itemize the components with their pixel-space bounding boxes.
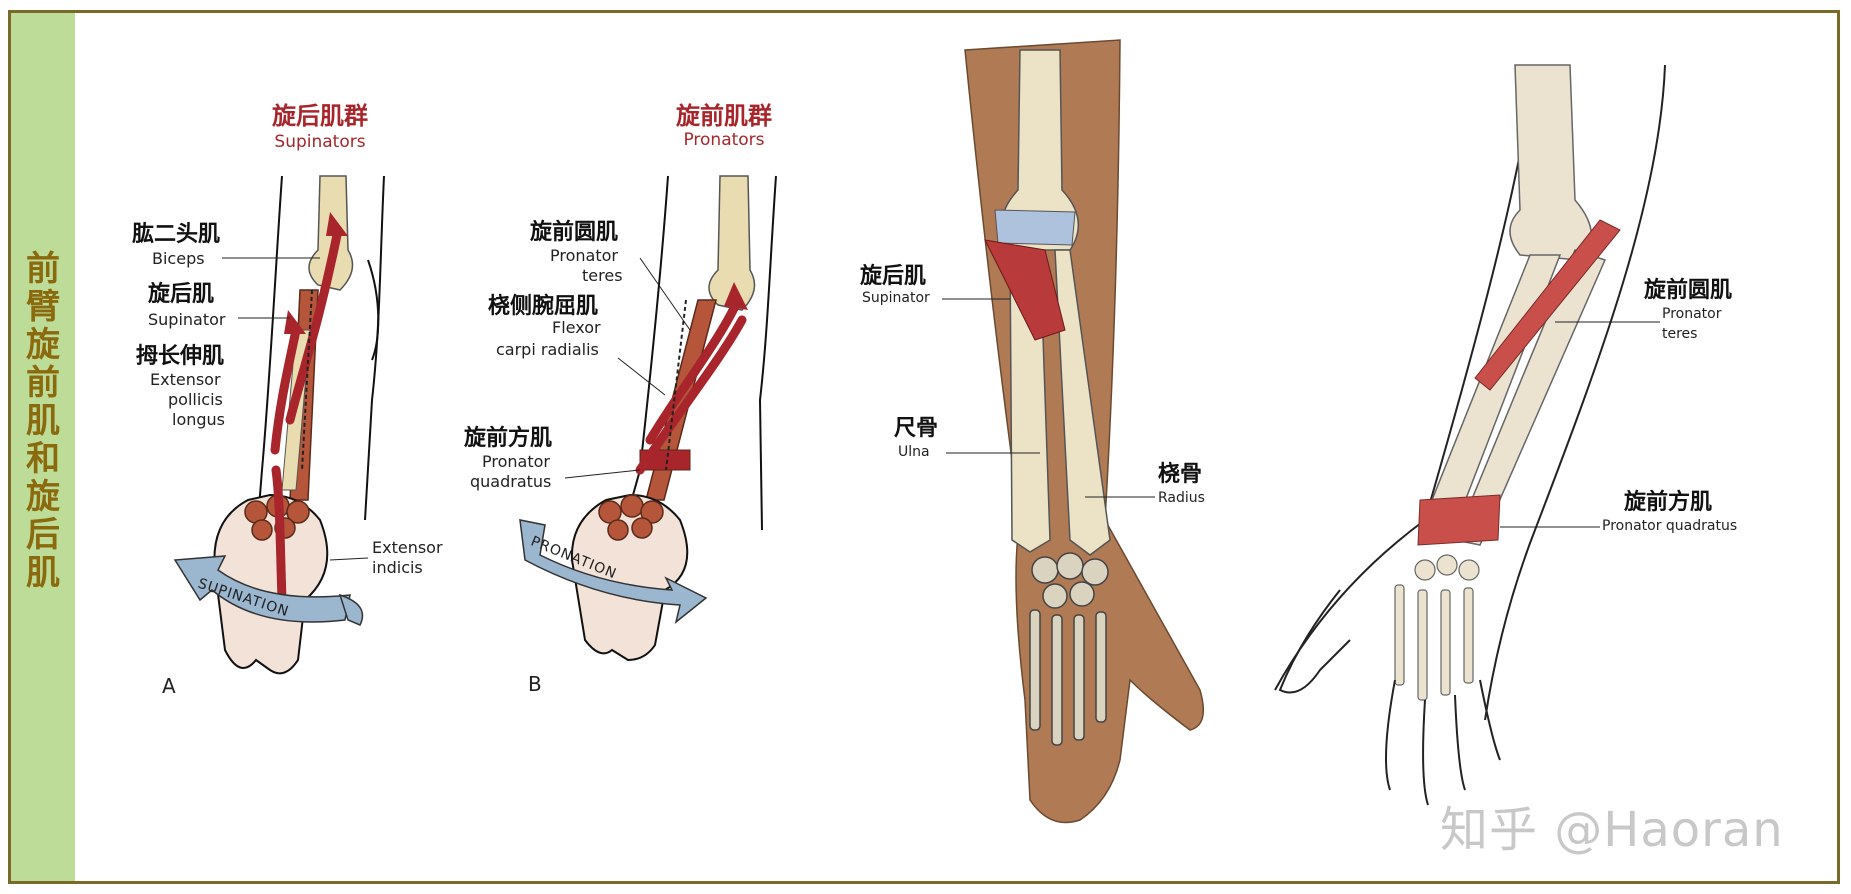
supinator-label-zh-c: 旋后肌: [860, 264, 927, 289]
pt-label-zh-d: 旋前圆肌: [1644, 278, 1733, 303]
epl-label-en-1: Extensor: [150, 370, 221, 389]
watermark: 知乎 @Haoran: [1440, 802, 1784, 858]
pq-label-zh-d: 旋前方肌: [1624, 490, 1713, 515]
side-title-char: 和: [26, 439, 60, 479]
radius-label-en: Radius: [1158, 490, 1205, 506]
pt-label-zh-b: 旋前圆肌: [530, 220, 619, 245]
side-title: 前臂旋前肌和旋后肌: [11, 250, 75, 592]
radius-label-zh: 桡骨: [1158, 462, 1203, 487]
pt-label-en-b-1: Pronator: [550, 246, 618, 265]
side-title-char: 臂: [26, 287, 60, 327]
panel-a-arm: [173, 175, 385, 675]
ulna-label-en: Ulna: [898, 444, 930, 460]
side-title-char: 肌: [26, 553, 60, 593]
panel-b-arm: [519, 175, 777, 662]
panel-d-arm: [1274, 64, 1666, 806]
pq-label-en-b-2: quadratus: [470, 472, 552, 491]
pt-label-en-b-2: teres: [582, 266, 623, 285]
supinator-label-en-c: Supinator: [862, 290, 930, 306]
panel-c-arm: [942, 39, 1205, 824]
ulna-label-zh: 尺骨: [894, 416, 939, 441]
supinator-label-en: Supinator: [148, 310, 226, 329]
ei-label-en-1: Extensor: [372, 538, 443, 557]
panel-a-letter: A: [162, 674, 176, 698]
fcr-label-en-2: carpi radialis: [496, 340, 599, 359]
pt-label-en-d-1: Pronator: [1662, 306, 1722, 322]
side-title-char: 旋: [26, 477, 60, 517]
pq-label-en-d: Pronator quadratus: [1602, 518, 1738, 534]
supinator-label-zh: 旋后肌: [148, 282, 215, 307]
side-title-char: 前: [26, 249, 60, 289]
biceps-label-en: Biceps: [152, 249, 205, 268]
epl-label-en-3: longus: [172, 410, 226, 429]
panel-a-heading-zh: 旋后肌群: [272, 102, 368, 130]
pt-label-en-d-2: teres: [1662, 326, 1698, 342]
panel-a-heading-en: Supinators: [274, 132, 366, 152]
side-title-char: 肌: [26, 401, 60, 441]
epl-label-zh: 拇长伸肌: [136, 344, 225, 369]
biceps-label-zh: 肱二头肌: [132, 222, 221, 247]
side-title-char: 旋: [26, 325, 60, 365]
side-title-char: 后: [26, 515, 60, 555]
sidebar-band: [11, 13, 75, 881]
ei-label-en-2: indicis: [372, 558, 423, 577]
panel-b-heading-zh: 旋前肌群: [676, 102, 772, 130]
epl-label-en-2: pollicis: [168, 390, 223, 409]
pq-label-en-b-1: Pronator: [482, 452, 550, 471]
fcr-label-zh: 桡侧腕屈肌: [488, 294, 599, 319]
fcr-label-en-1: Flexor: [552, 318, 601, 337]
panel-b-letter: B: [528, 672, 542, 696]
pq-label-zh-b: 旋前方肌: [464, 426, 553, 451]
panel-b-heading-en: Pronators: [683, 130, 765, 150]
side-title-char: 前: [26, 363, 60, 403]
